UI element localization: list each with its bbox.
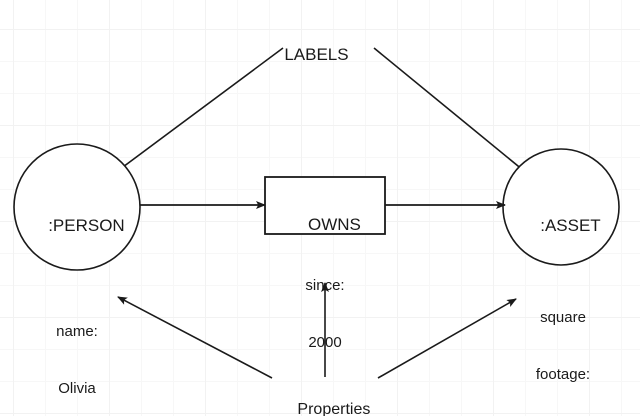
edge-labels-to-asset — [373, 47, 541, 185]
person-property-value: Olivia — [58, 380, 96, 397]
asset-property-key-line2: footage: — [535, 366, 591, 383]
asset-property-annotation: square footage: 3000 — [508, 270, 618, 416]
person-property-key: name: — [56, 323, 98, 340]
node-owns-rect[interactable] — [264, 176, 386, 235]
asset-property-key-line1: square — [540, 309, 586, 326]
node-asset-circle[interactable] — [502, 148, 620, 266]
owns-property-value: 2000 — [308, 334, 342, 351]
person-property-annotation: name: Olivia — [27, 284, 127, 416]
edge-properties-to-asset-property — [377, 298, 517, 379]
node-person-circle[interactable] — [13, 143, 141, 271]
owns-property-key: since: — [305, 277, 345, 294]
edge-properties-to-person-property — [117, 296, 273, 379]
owns-property-annotation: since: 2000 — [275, 238, 375, 390]
